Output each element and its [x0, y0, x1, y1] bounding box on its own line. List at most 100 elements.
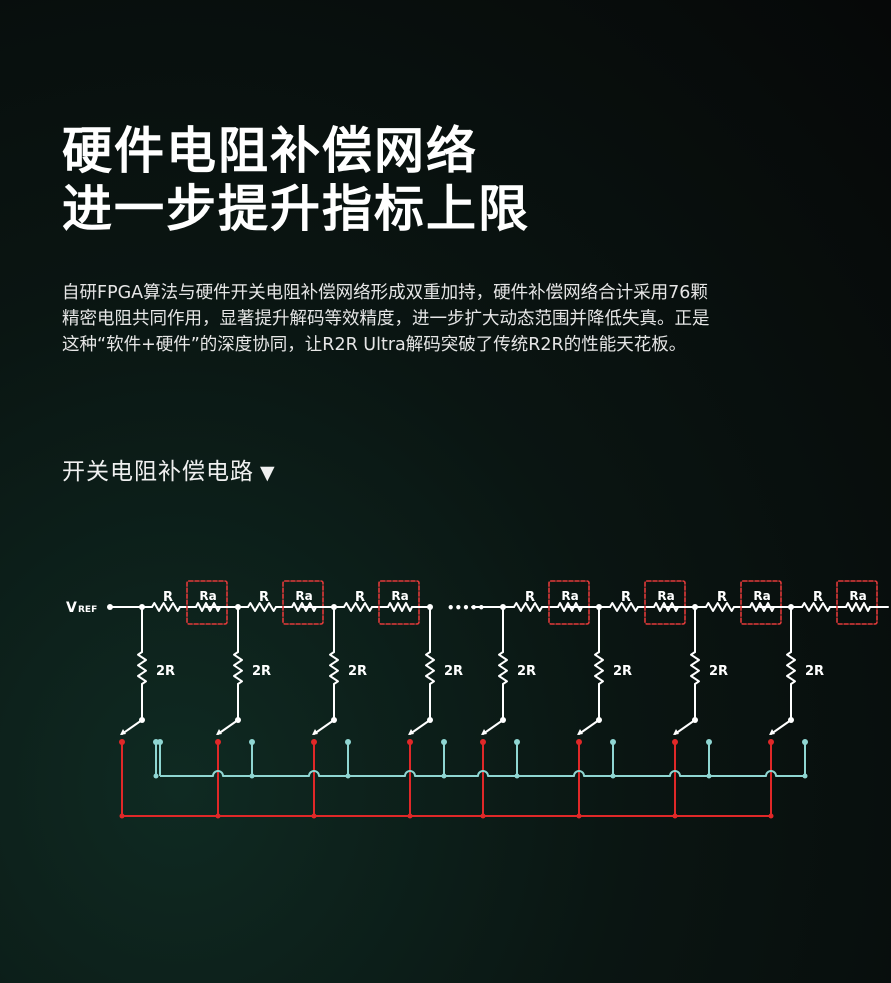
red-contact	[311, 739, 317, 745]
two-r-label: 2R	[156, 664, 175, 679]
cyan-bus-node	[249, 773, 255, 779]
red-contact	[215, 739, 221, 745]
red-contact	[119, 739, 125, 745]
switch-arm	[578, 719, 600, 735]
cyan-contact	[514, 739, 520, 745]
cyan-contact	[610, 739, 616, 745]
ra-resistor	[845, 602, 871, 612]
two-r-label: 2R	[805, 664, 824, 679]
r-resistor	[513, 602, 543, 612]
switch-arrow-icon	[312, 729, 318, 735]
red-bus-node	[576, 813, 582, 819]
switch-arm	[217, 719, 239, 735]
r-label: R	[621, 590, 631, 605]
switch-pivot	[788, 717, 794, 723]
two-r-label: 2R	[517, 664, 536, 679]
ra-highlight-box	[836, 580, 878, 625]
red-bus-node	[311, 813, 317, 819]
two-r-label: 2R	[613, 664, 632, 679]
ra-label: Ra	[753, 589, 770, 603]
down-triangle-icon: ▼	[260, 462, 276, 484]
two-r-label: 2R	[348, 664, 367, 679]
cyan-bus-node	[514, 773, 520, 779]
switch-arrow-icon	[216, 729, 222, 735]
red-bus-node	[407, 813, 413, 819]
ra-label: Ra	[849, 589, 866, 603]
junction-node	[235, 604, 241, 610]
switch-arrow-icon	[408, 729, 414, 735]
two-r-resistor	[594, 651, 604, 685]
two-r-resistor	[425, 651, 435, 685]
two-r-resistor	[329, 651, 339, 685]
r-resistor	[151, 602, 181, 612]
switch-pivot	[139, 717, 145, 723]
switch-arrow-icon	[577, 729, 583, 735]
ra-highlight-box	[186, 580, 228, 625]
vref-label: V	[66, 600, 77, 616]
switch-pivot	[500, 717, 506, 723]
red-contact	[407, 739, 413, 745]
title-line-1: 硬件电阻补偿网络	[62, 122, 478, 180]
switch-arrow-icon	[120, 729, 126, 735]
two-r-resistor	[786, 651, 796, 685]
red-contact	[768, 739, 774, 745]
vref-subscript: REF	[78, 605, 97, 615]
r-label: R	[163, 590, 173, 605]
r-resistor	[705, 602, 735, 612]
ra-label: Ra	[391, 589, 408, 603]
switch-arm	[313, 719, 335, 735]
cyan-bus-node	[610, 773, 616, 779]
section-heading-text: 开关电阻补偿电路	[62, 459, 254, 485]
red-contact	[672, 739, 678, 745]
cyan-bus-node	[802, 773, 808, 779]
switch-arrow-icon	[769, 729, 775, 735]
junction-node	[427, 604, 433, 610]
ra-label: Ra	[295, 589, 312, 603]
two-r-resistor	[233, 651, 243, 685]
red-bus-node	[119, 813, 125, 819]
junction-node	[139, 604, 145, 610]
junction-node	[500, 604, 506, 610]
r-label: R	[813, 590, 823, 605]
red-contact	[576, 739, 582, 745]
cyan-bus-node	[706, 773, 712, 779]
two-r-label: 2R	[709, 664, 728, 679]
page-title: 硬件电阻补偿网络 进一步提升指标上限	[62, 122, 530, 238]
switch-arm	[121, 719, 143, 735]
junction-node	[692, 604, 698, 610]
two-r-label: 2R	[252, 664, 271, 679]
two-r-label: 2R	[444, 664, 463, 679]
red-contact	[480, 739, 486, 745]
ellipsis-dots: •••••	[447, 601, 485, 615]
vref-node	[107, 604, 113, 610]
ra-label: Ra	[561, 589, 578, 603]
ra-label: Ra	[657, 589, 674, 603]
r-label: R	[525, 590, 535, 605]
switch-arm	[409, 719, 431, 735]
two-r-resistor	[690, 651, 700, 685]
switch-pivot	[596, 717, 602, 723]
ra-highlight-box	[740, 580, 782, 625]
junction-node	[596, 604, 602, 610]
red-bus-node	[672, 813, 678, 819]
switch-arrow-icon	[673, 729, 679, 735]
ra-highlight-box	[282, 580, 324, 625]
r-resistor	[247, 602, 277, 612]
ra-resistor	[387, 602, 413, 612]
ra-highlight-box	[644, 580, 686, 625]
junction-node	[331, 604, 337, 610]
description-paragraph: 自研FPGA算法与硬件开关电阻补偿网络形成双重加持，硬件补偿网络合计采用76颗 …	[62, 283, 710, 355]
r-label: R	[355, 590, 365, 605]
red-bus-node	[768, 813, 774, 819]
r-resistor	[343, 602, 373, 612]
cyan-bus-node	[345, 773, 351, 779]
switch-pivot	[331, 717, 337, 723]
cyan-contact	[802, 739, 808, 745]
two-r-resistor	[498, 651, 508, 685]
switch-arm	[770, 719, 792, 735]
title-line-2: 进一步提升指标上限	[62, 180, 530, 238]
two-r-resistor	[137, 651, 147, 685]
cyan-bus-line	[160, 770, 805, 777]
cyan-contact	[441, 739, 447, 745]
